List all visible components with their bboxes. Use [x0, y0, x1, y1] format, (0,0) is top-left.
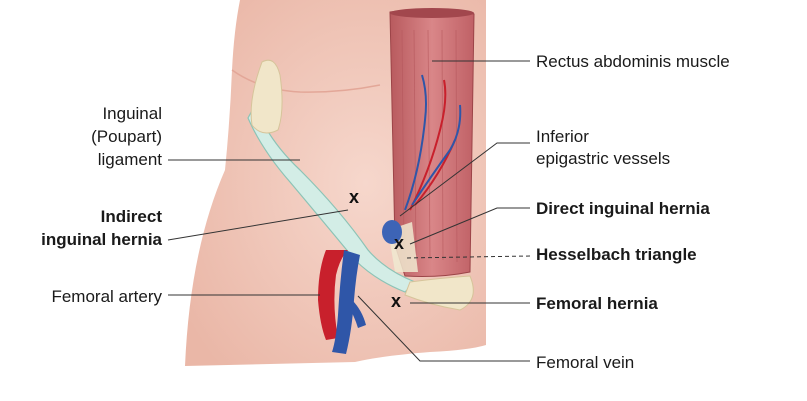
label-ligament: ligament: [97, 150, 162, 169]
abdominal-fold: [231, 69, 381, 93]
label-inferior: Inferior: [536, 127, 589, 146]
rectus-top: [390, 8, 474, 18]
leader-lines: [167, 60, 531, 362]
label-femoral-vein: Femoral vein: [536, 353, 635, 372]
label-poupart: (Poupart): [91, 127, 162, 146]
label-rectus-abdominis: Rectus abdominis muscle: [536, 52, 730, 71]
inguinal-ligament: [247, 103, 417, 293]
label-indirect-inguinal-hernia: inguinal hernia: [41, 230, 162, 249]
label-epigastric-vessels: epigastric vessels: [536, 149, 671, 168]
iliac-spine: [250, 59, 283, 134]
pubic-region: [404, 275, 474, 311]
deep-ring: [382, 220, 402, 244]
muscle-fibers: [401, 29, 458, 263]
direct-hernia-marker: x: [394, 233, 405, 253]
femoral-hernia-marker: x: [391, 291, 402, 311]
femoral-vein-vessel: [332, 250, 360, 354]
label-indirect: Indirect: [100, 207, 162, 226]
indirect-hernia-marker: x: [349, 187, 360, 207]
label-femoral-artery: Femoral artery: [51, 287, 162, 306]
label-inguinal: Inguinal: [102, 104, 162, 123]
label-direct-inguinal-hernia: Direct inguinal hernia: [536, 199, 710, 218]
femoral-vein-branch: [348, 300, 366, 328]
femoral-artery-vessel: [318, 250, 348, 340]
label-femoral-hernia: Femoral hernia: [536, 294, 658, 313]
epigastric-vessels: [404, 74, 462, 211]
label-hesselbach-triangle: Hesselbach triangle: [536, 245, 697, 264]
